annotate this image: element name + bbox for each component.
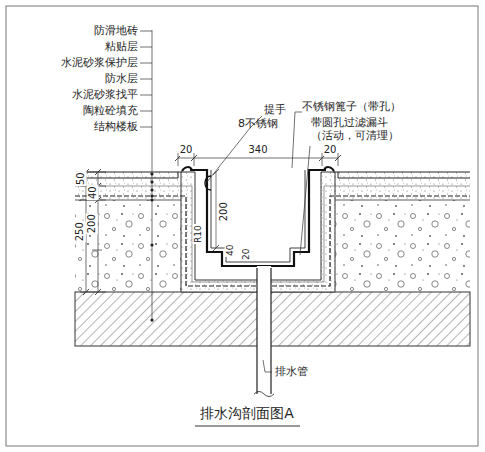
dimension-text: 340: [247, 144, 268, 156]
dimension-text: 20: [241, 247, 251, 260]
dimension-text: 40: [225, 243, 235, 256]
structural-slab: [75, 292, 470, 346]
dimension-text: R10: [193, 224, 203, 244]
callout-label: 陶粒砼填充: [83, 105, 138, 118]
drawing-title: 排水沟剖面图A: [200, 405, 294, 421]
callout-label: 排水管: [275, 366, 308, 379]
callout-label: 8不锈钢: [238, 118, 278, 131]
dimension-text: 20: [323, 144, 338, 156]
dimension-text: 50: [74, 172, 86, 187]
callout-label: 防滑地砖: [94, 25, 138, 38]
callout-label: 提手: [264, 104, 286, 117]
callout-label: 水泥砂浆找平: [72, 89, 138, 102]
dimension-text: 20: [179, 144, 194, 156]
dimension-text: 200: [218, 201, 230, 222]
callout-label: 结构楼板: [94, 121, 138, 134]
dimension-text: 200: [86, 213, 98, 234]
dimension-text: 40: [86, 186, 98, 201]
callout-label: 防水层: [105, 73, 138, 86]
callout-label: 水泥砂浆保护层: [61, 57, 138, 70]
callout-label: 不锈钢篦子（带孔）: [302, 101, 401, 114]
waterproof-layer: [75, 196, 470, 286]
callout-label: 带圆孔过滤漏斗（活动，可清理）: [311, 117, 401, 142]
callout-label: 粘贴层: [105, 41, 138, 54]
dimension-text: 250: [74, 221, 86, 242]
drain-pipe: [257, 268, 271, 394]
steel-basket: [190, 170, 326, 266]
frame: [6, 6, 478, 446]
